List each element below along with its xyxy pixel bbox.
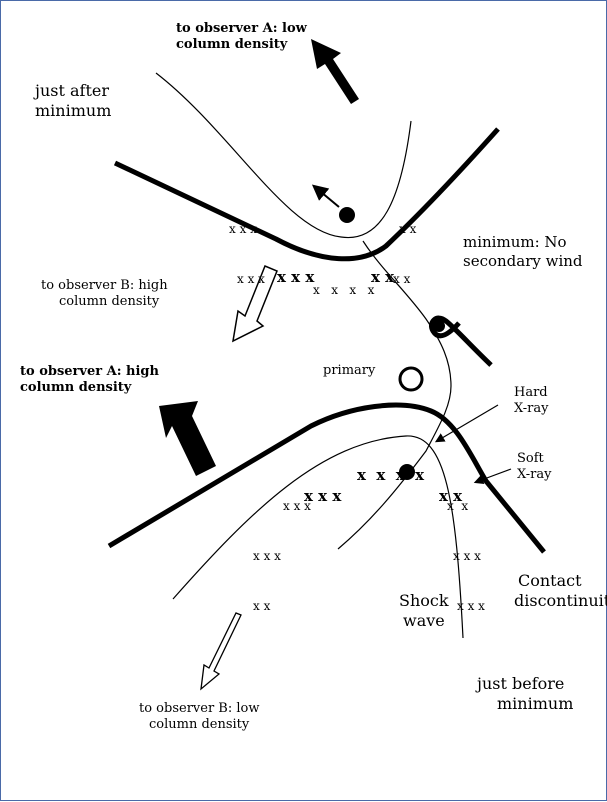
upper-bold-right-xmarks: x x	[371, 225, 394, 330]
upper-bold-left-xmarks: x x x	[277, 225, 314, 330]
hard-xray-line-1: Hard	[514, 385, 548, 400]
lower-bold-left-xmarks: x x x	[304, 444, 341, 549]
upper-shock-wave-curve	[155, 72, 412, 239]
observer-a-low-line-2: column density	[176, 37, 288, 53]
observer-b-high-arrow	[232, 265, 278, 343]
hard-xray-label: Hard X-ray	[514, 385, 549, 418]
upper-left-xmarks: x x x x x x	[229, 187, 265, 321]
just-before-minimum-label: just before minimum	[477, 674, 573, 714]
observer-a-high-arrow	[159, 401, 216, 476]
just-after-line-1: just after	[35, 81, 109, 100]
lower-right-xmarks: x x x x x x x x	[447, 464, 485, 649]
xmark-row: x x x	[457, 599, 485, 614]
upper-motion-arrow	[311, 184, 340, 208]
observer-a-high-line-1: to observer A: high	[20, 364, 159, 379]
xmark-row: x x	[393, 271, 411, 286]
xmark-row: x x x	[237, 271, 265, 286]
xmark-row: x x x	[277, 268, 315, 286]
upper-secondary-star	[339, 207, 355, 223]
xmark-row: x x	[253, 599, 271, 614]
observer-a-high-line-2: column density	[20, 380, 132, 396]
minimum-line-1: minimum: No	[463, 233, 567, 251]
xmark-row: x x x	[453, 548, 481, 563]
soft-xray-line-1: Soft	[517, 451, 544, 466]
upper-right-xmarks: x x x x	[393, 187, 417, 321]
contact-line-2: discontinuity	[514, 591, 607, 610]
just-before-line-2: minimum	[497, 694, 574, 713]
minimum-label: minimum: No secondary wind	[463, 233, 583, 271]
lower-shock-wave-curve	[172, 435, 464, 639]
observer-b-low-line-1: to observer B: low	[139, 701, 260, 716]
minimum-contact-hook	[429, 315, 493, 367]
observer-a-high-label: to observer A: high column density	[20, 364, 159, 397]
minimum-line-2: secondary wind	[463, 251, 583, 270]
observer-b-low-line-2: column density	[149, 717, 250, 733]
shock-wave-label: Shock wave	[399, 591, 449, 631]
xmark-row: x x x	[283, 498, 311, 513]
xmark-row: x x x	[229, 221, 257, 236]
xmark-row: x x x	[253, 548, 281, 563]
primary-star	[398, 366, 424, 392]
observer-a-low-line-1: to observer A: low	[176, 21, 307, 36]
primary-label: primary	[323, 363, 375, 379]
primary-text: primary	[323, 363, 376, 378]
xmark-row: x x	[371, 268, 395, 286]
lower-left-xmarks: x x x x x x x x	[253, 464, 311, 649]
contact-discontinuity-label: Contact discontinuity	[514, 571, 607, 611]
xmark-row: x x	[399, 221, 417, 236]
lower-bold-top-xmarks: x x x x	[357, 423, 424, 528]
lower-bold-right-xmarks: x x	[439, 444, 462, 549]
lower-secondary-star	[399, 464, 415, 480]
just-after-line-2: minimum	[35, 101, 112, 120]
shock-line-2: wave	[403, 611, 445, 630]
observer-b-low-arrow	[200, 612, 242, 691]
lower-contact-discontinuity	[107, 402, 546, 554]
observer-b-high-label: to observer B: high column density	[41, 278, 168, 311]
orbit-path	[337, 240, 452, 550]
just-before-line-1: just before	[477, 674, 565, 693]
upper-contact-discontinuity	[113, 127, 500, 262]
soft-xray-line-2: X-ray	[517, 467, 552, 483]
upper-bottom-xmarks: x x x x	[313, 248, 374, 332]
xmark-row: x x x	[304, 487, 342, 505]
hard-xray-pointer	[434, 404, 499, 443]
contact-line-1: Contact	[518, 571, 582, 590]
minimum-secondary-star	[433, 320, 445, 332]
soft-xray-label: Soft X-ray	[517, 451, 552, 484]
observer-b-high-line-1: to observer B: high	[41, 278, 168, 293]
observer-a-low-label: to observer A: low column density	[176, 21, 307, 54]
shock-line-1: Shock	[399, 591, 449, 610]
xmark-row: x x	[447, 498, 469, 513]
observer-b-high-line-2: column density	[59, 294, 160, 310]
observer-a-low-arrow	[311, 39, 359, 104]
xmark-row: x x x x	[357, 466, 425, 484]
xmark-row: x x	[439, 487, 463, 505]
soft-xray-pointer	[473, 468, 512, 484]
observer-b-low-label: to observer B: low column density	[139, 701, 259, 734]
xmark-row: x x x x	[313, 282, 375, 297]
just-after-minimum-label: just after minimum	[35, 81, 111, 121]
hard-xray-line-2: X-ray	[514, 401, 549, 417]
